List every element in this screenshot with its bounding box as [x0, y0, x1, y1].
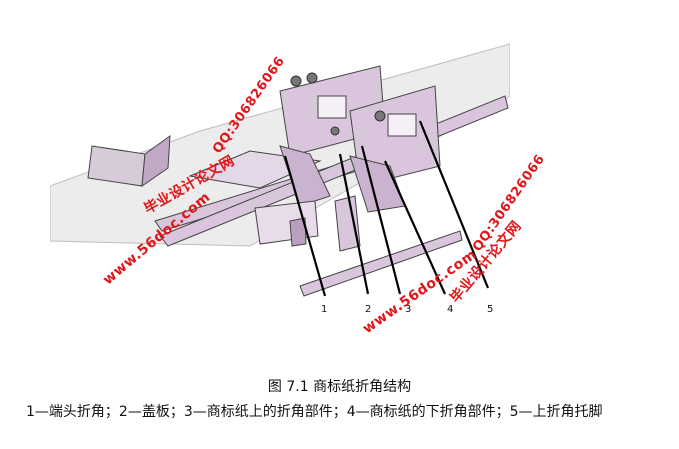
bolt — [330, 126, 340, 136]
bolt — [290, 75, 302, 87]
figure-caption: 图 7.1 商标纸折角结构 — [267, 379, 412, 395]
figure-drawing: 1 2 3 4 5 QQ:306826066 毕业设计论文网 www.56doc… — [50, 36, 548, 337]
front-post — [334, 195, 361, 252]
base-plate — [50, 43, 510, 247]
callout-4: 4 — [447, 304, 454, 315]
callout-5: 5 — [487, 304, 494, 315]
leader-line-3 — [360, 145, 402, 295]
mechanism-illustration — [50, 43, 510, 297]
leader-line-4 — [383, 160, 447, 295]
figure-legend: 1—端头折角；2—盖板；3—商标纸上的折角部件；4—商标纸的下折角部件；5—上折… — [26, 404, 603, 420]
leader-line-2 — [338, 153, 370, 295]
bottom-rail — [299, 230, 463, 297]
bolt — [306, 72, 318, 84]
leader-line-1 — [283, 155, 327, 297]
bracket-window — [317, 95, 347, 119]
leader-line-5 — [418, 120, 490, 289]
front-tray-tab — [289, 217, 307, 247]
callout-3: 3 — [405, 304, 412, 315]
callout-1: 1 — [321, 304, 328, 315]
end-fold-block-side — [141, 134, 171, 188]
bracket-window-2 — [387, 113, 417, 137]
callout-2: 2 — [365, 304, 372, 315]
bolt — [374, 110, 386, 122]
